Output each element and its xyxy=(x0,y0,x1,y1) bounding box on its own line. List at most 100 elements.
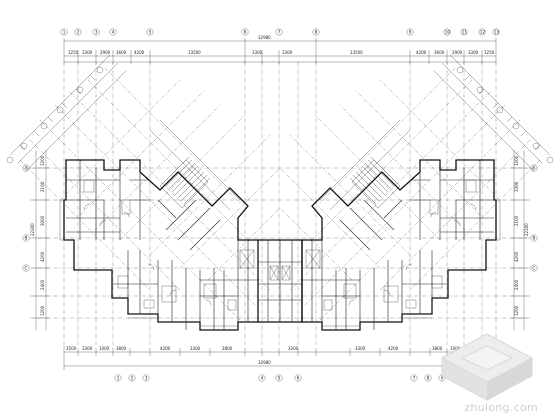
axis-bubble: A xyxy=(530,164,538,172)
svg-text:3200: 3200 xyxy=(288,346,299,351)
svg-text:3000: 3000 xyxy=(40,215,45,226)
svg-text:4: 4 xyxy=(261,376,264,381)
svg-text:9: 9 xyxy=(441,376,444,381)
axis-bubble: 4 xyxy=(109,28,117,36)
svg-text:1000: 1000 xyxy=(99,346,110,351)
axis-bubble: 13 xyxy=(492,28,500,36)
svg-text:4200: 4200 xyxy=(514,251,519,262)
svg-text:11: 11 xyxy=(462,30,468,35)
axis-bubble: 8 xyxy=(312,28,320,36)
svg-text:A: A xyxy=(533,166,536,171)
svg-text:8: 8 xyxy=(315,30,318,35)
axis-bubble: 8 xyxy=(424,374,432,382)
top-dim: 1250 xyxy=(68,50,79,55)
right-wing-walls xyxy=(301,156,501,331)
svg-text:1: 1 xyxy=(117,376,120,381)
svg-text:3: 3 xyxy=(95,30,98,35)
top-dim: 3300 xyxy=(282,50,293,55)
svg-text:4200: 4200 xyxy=(40,251,45,262)
svg-text:2100: 2100 xyxy=(514,215,519,226)
axis-bubble: 12 xyxy=(478,28,486,36)
svg-text:1200: 1200 xyxy=(514,155,519,166)
svg-text:3800: 3800 xyxy=(116,346,127,351)
svg-text:4200: 4200 xyxy=(160,346,171,351)
svg-text:5: 5 xyxy=(278,376,281,381)
axis-bubble: 6 xyxy=(294,374,302,382)
top-dim: 13500 xyxy=(188,50,201,55)
top-dim: 13500 xyxy=(350,50,363,55)
svg-text:6: 6 xyxy=(244,30,247,35)
axis-bubble: 5 xyxy=(146,28,154,36)
left-wing-walls xyxy=(59,156,259,331)
top-dim: 4200 xyxy=(416,50,427,55)
svg-text:3: 3 xyxy=(145,376,148,381)
axis-bubble: 7 xyxy=(410,374,418,382)
top-dim: 2900 xyxy=(452,50,463,55)
top-dimension-chain: 32980 1250 3300 2900 3600 4200 13500 330… xyxy=(63,35,497,64)
svg-text:13: 13 xyxy=(494,30,500,35)
svg-text:7: 7 xyxy=(278,30,281,35)
svg-text:2800: 2800 xyxy=(222,346,233,351)
svg-text:3300: 3300 xyxy=(190,346,201,351)
svg-text:2400: 2400 xyxy=(514,279,519,290)
top-dim: 3300 xyxy=(82,50,93,55)
axis-bubble: 6 xyxy=(241,28,249,36)
axis-bubble: 5 xyxy=(275,374,283,382)
svg-text:3300: 3300 xyxy=(355,346,366,351)
axis-bubble: 1 xyxy=(114,374,122,382)
svg-text:1000: 1000 xyxy=(450,346,461,351)
axis-bubble: C xyxy=(22,264,30,272)
top-dim: 3300 xyxy=(252,50,263,55)
top-dim: 3300 xyxy=(468,50,479,55)
right-diagonal-dimensions xyxy=(319,54,554,211)
right-stair xyxy=(349,156,401,209)
svg-text:B: B xyxy=(533,236,536,241)
axis-bubble: 11 xyxy=(460,28,468,36)
zhulong-logo-icon xyxy=(440,333,534,401)
svg-text:C: C xyxy=(533,266,536,271)
axis-bubble: 2 xyxy=(128,374,136,382)
svg-text:2: 2 xyxy=(131,376,134,381)
svg-text:A: A xyxy=(25,166,28,171)
svg-text:B: B xyxy=(25,236,28,241)
left-diagonal-dimensions xyxy=(6,54,241,211)
watermark-text: zhulong.com xyxy=(464,401,538,414)
svg-text:9: 9 xyxy=(409,30,412,35)
svg-text:5: 5 xyxy=(149,30,152,35)
top-dim: 4200 xyxy=(134,50,145,55)
left-axis-bubbles: A B C xyxy=(22,164,30,272)
axis-bubble: 7 xyxy=(275,28,283,36)
axis-bubble: 2 xyxy=(74,28,82,36)
svg-text:2100: 2100 xyxy=(40,181,45,192)
axis-bubble: 10 xyxy=(443,28,451,36)
svg-text:7: 7 xyxy=(413,376,416,381)
left-overall-dimension: 22300 xyxy=(30,223,35,236)
axis-bubble: B xyxy=(22,234,30,242)
axis-bubble: 1 xyxy=(60,28,68,36)
svg-text:3800: 3800 xyxy=(432,346,443,351)
svg-text:3500: 3500 xyxy=(66,346,77,351)
top-dim: 3600 xyxy=(116,50,127,55)
svg-text:4: 4 xyxy=(112,30,115,35)
left-stair xyxy=(159,156,211,209)
right-axis-bubbles: A B C xyxy=(530,164,538,272)
right-dimension-chain: 22300 1200 3300 2100 4200 2400 1200 xyxy=(511,150,529,330)
top-dim: 1250 xyxy=(484,50,495,55)
axis-bubble: B xyxy=(530,234,538,242)
svg-text:2400: 2400 xyxy=(40,279,45,290)
top-axis-bubbles: 1 2 3 4 5 6 7 8 9 10 11 12 13 xyxy=(60,28,500,36)
svg-text:10: 10 xyxy=(445,30,451,35)
axis-bubble: 3 xyxy=(142,374,150,382)
axis-bubble: A xyxy=(22,164,30,172)
svg-text:1200: 1200 xyxy=(40,155,45,166)
bottom-axis-bubbles: 1 2 3 4 5 6 7 8 9 xyxy=(114,374,446,382)
svg-text:4200: 4200 xyxy=(388,346,399,351)
svg-text:2: 2 xyxy=(77,30,80,35)
svg-text:1: 1 xyxy=(63,30,66,35)
axis-bubble: 4 xyxy=(258,374,266,382)
axis-bubble: 3 xyxy=(92,28,100,36)
central-core xyxy=(258,239,303,323)
axis-bubble: C xyxy=(530,264,538,272)
right-overall-dimension: 22300 xyxy=(524,223,529,236)
top-dim: 2900 xyxy=(100,50,111,55)
